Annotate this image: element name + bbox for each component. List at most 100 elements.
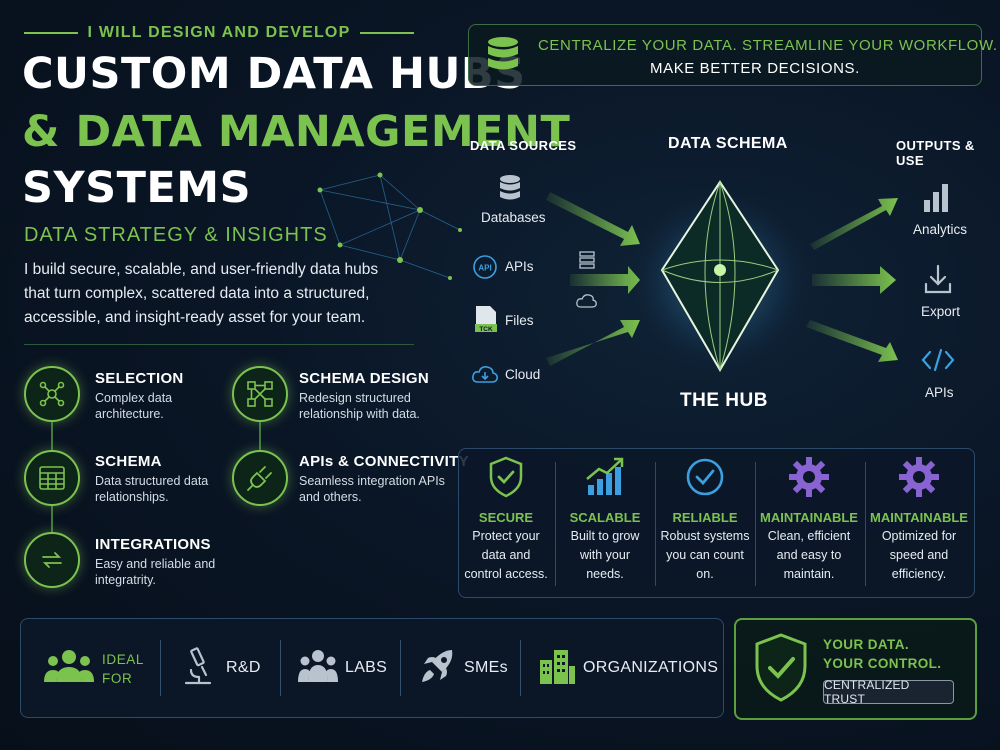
- feature-desc: Redesign structured relationship with da…: [299, 391, 420, 421]
- team-icon: [298, 650, 338, 682]
- check-circle-icon: [686, 458, 724, 496]
- file-icon: TCK: [475, 306, 497, 333]
- quality-title: MAINTAINABLE: [870, 510, 968, 525]
- output-label-export: Export: [921, 304, 961, 319]
- banner-line-2: MAKE BETTER DECISIONS.: [650, 60, 860, 77]
- section-divider: [24, 344, 414, 345]
- quality-desc: Protect your data and control access.: [455, 527, 557, 584]
- bar-separator: [520, 640, 521, 696]
- quality-desc-line: efficiency.: [891, 567, 947, 581]
- team-icon: [44, 650, 94, 682]
- quality-desc-line: Clean, efficient: [767, 529, 851, 543]
- quality-desc-line: Optimized for: [881, 529, 957, 543]
- intro-text: I build secure, scalable, and user-frien…: [24, 261, 379, 326]
- title-line-2: & DATA MANAGEMENT: [22, 107, 571, 157]
- hub-diagram: [546, 180, 898, 375]
- shield-check-icon: [755, 633, 807, 702]
- quality-desc-line: speed and: [889, 548, 949, 562]
- hub-crystal-icon: [625, 180, 815, 375]
- sync-icon: [24, 532, 80, 588]
- feature-connector: [259, 422, 261, 450]
- output-label-apis: APIs: [925, 385, 954, 400]
- plug-icon: [232, 450, 288, 506]
- table-icon: [24, 450, 80, 506]
- ideal-for-label-line: IDEAL: [102, 652, 145, 667]
- panel-separator: [755, 462, 756, 586]
- server-icon: [579, 251, 595, 269]
- feature-integrations: INTEGRATIONS Easy and reliable and integ…: [95, 536, 245, 588]
- bar-separator: [280, 640, 281, 696]
- quality-secure: SECURE Protect your data and control acc…: [455, 455, 557, 584]
- quality-desc-line: with your: [579, 548, 631, 562]
- database-icon: [488, 37, 518, 70]
- ideal-item-organizations: ORGANIZATIONS: [583, 659, 719, 676]
- quality-desc-line: you can count: [666, 548, 744, 562]
- quality-desc-line: Protect your: [472, 529, 540, 543]
- feature-title: APIs & CONNECTIVITY: [299, 453, 469, 470]
- feature-connector: [51, 422, 53, 450]
- feature-desc: Complex data architecture.: [95, 391, 173, 421]
- panel-separator: [655, 462, 656, 586]
- title-line-3: SYSTEMS: [22, 163, 252, 213]
- quality-desc-line: needs.: [586, 567, 624, 581]
- trust-line-1: YOUR DATA.: [823, 637, 909, 652]
- feature-apis-connectivity: APIs & CONNECTIVITY Seamless integration…: [299, 453, 469, 505]
- value-banner: [468, 24, 982, 86]
- gear-icon: [789, 457, 829, 497]
- quality-desc: Built to grow with your needs.: [554, 527, 656, 584]
- feature-title: INTEGRATIONS: [95, 536, 211, 553]
- cloud-icon: [472, 366, 498, 383]
- network-icon: [24, 366, 80, 422]
- ideal-item-rnd: R&D: [226, 659, 261, 676]
- panel-separator: [865, 462, 866, 586]
- api-icon-text: API: [478, 264, 491, 273]
- qualities-panel: [458, 448, 975, 598]
- eyebrow: I WILL DESIGN AND DEVELOP: [24, 18, 414, 48]
- gear-icon: [899, 457, 939, 497]
- feature-schema-design: SCHEMA DESIGN Redesign structured relati…: [299, 370, 459, 422]
- feature-selection: SELECTION Complex data architecture.: [95, 370, 225, 422]
- network-decoration: [317, 172, 462, 280]
- bar-separator: [160, 640, 161, 696]
- source-label-databases: Databases: [481, 210, 546, 225]
- quality-reliable: RELIABLE Robust systems you can count on…: [654, 455, 756, 584]
- cloud-icon: [576, 294, 597, 308]
- quality-desc-line: data and: [481, 548, 531, 562]
- hub-label: THE HUB: [680, 390, 768, 411]
- quality-title: MAINTAINABLE: [760, 510, 858, 525]
- quality-desc: Clean, efficient and easy to maintain.: [758, 527, 860, 584]
- incoming-arrows: [546, 192, 640, 366]
- trust-badge: CENTRALIZED TRUST: [823, 678, 954, 706]
- ideal-for-label-line: FOR: [102, 671, 133, 686]
- quality-desc-line: Robust systems: [660, 529, 750, 543]
- schema-heading: DATA SCHEMA: [668, 135, 788, 152]
- schema-icon: [232, 366, 288, 422]
- quality-desc: Optimized for speed and efficiency.: [868, 527, 970, 584]
- quality-desc-line: maintain.: [783, 567, 835, 581]
- quality-title: SECURE: [478, 510, 534, 525]
- feature-connector: [51, 506, 53, 532]
- source-label-files: Files: [505, 313, 534, 328]
- quality-title: SCALABLE: [569, 510, 641, 525]
- trust-line-2: YOUR CONTROL.: [823, 656, 942, 671]
- database-icon: [500, 175, 520, 200]
- quality-desc-line: and easy to: [776, 548, 842, 562]
- rocket-icon: [422, 650, 453, 682]
- eyebrow-line-left: [24, 32, 78, 34]
- subtitle: DATA STRATEGY & INSIGHTS: [24, 224, 328, 246]
- quality-title: RELIABLE: [672, 510, 738, 525]
- sources-heading: DATA SOURCES: [470, 138, 577, 153]
- feature-desc: Seamless integration APIs and others.: [299, 474, 445, 504]
- feature-desc: Easy and reliable and integratrity.: [95, 557, 216, 587]
- ideal-for-bar: [20, 618, 724, 718]
- code-icon: [921, 348, 955, 372]
- banner-line-1: CENTRALIZE YOUR DATA. STREAMLINE YOUR WO…: [538, 37, 998, 54]
- quality-desc-line: on.: [696, 567, 714, 581]
- microscope-icon: [184, 647, 212, 685]
- feature-schema: SCHEMA Data structured data relationship…: [95, 453, 235, 505]
- eyebrow-text: I WILL DESIGN AND DEVELOP: [87, 24, 351, 41]
- outgoing-arrows: [806, 198, 898, 362]
- bar-separator: [400, 640, 401, 696]
- eyebrow-line-right: [360, 32, 414, 34]
- ideal-item-labs: LABS: [345, 659, 388, 676]
